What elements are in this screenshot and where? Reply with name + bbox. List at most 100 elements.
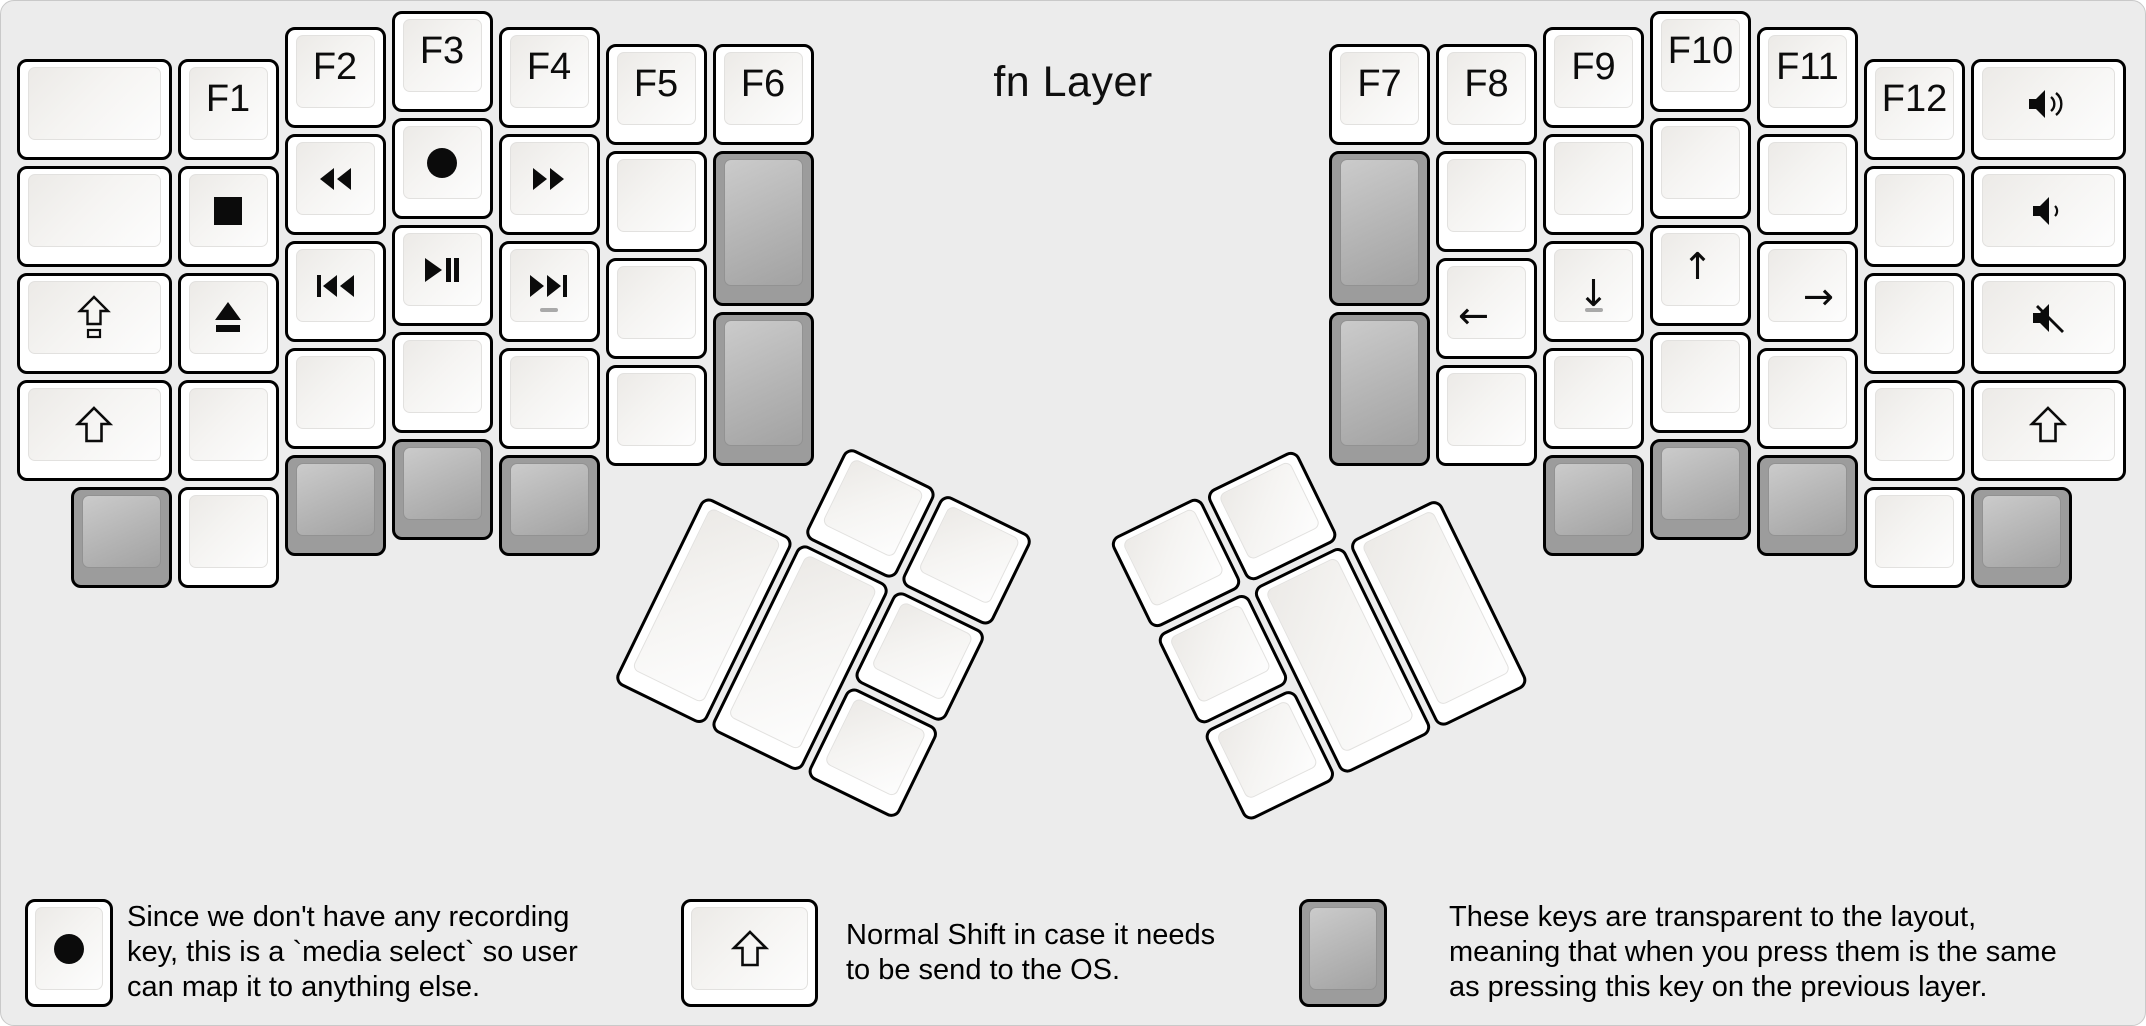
legend-key-record bbox=[25, 899, 113, 1007]
key-f7[interactable]: F7 bbox=[1329, 44, 1430, 146]
keycap bbox=[509, 463, 589, 537]
key-f10[interactable]: F10 bbox=[1650, 11, 1751, 112]
key-media-next-track[interactable] bbox=[498, 241, 600, 343]
key-transparent[interactable] bbox=[391, 439, 493, 540]
key-blank[interactable] bbox=[1650, 332, 1751, 433]
key-transparent[interactable] bbox=[1543, 455, 1644, 557]
key-blank[interactable] bbox=[498, 348, 600, 450]
keycap bbox=[28, 174, 161, 248]
key-arrow-left[interactable]: ← bbox=[1436, 258, 1537, 360]
layer-title: fn Layer bbox=[993, 58, 1153, 106]
key-f2[interactable]: F2 bbox=[284, 27, 386, 129]
key-blank[interactable] bbox=[17, 166, 172, 268]
vol-down-icon bbox=[2030, 195, 2066, 227]
keycap: F4 bbox=[509, 35, 589, 109]
keycap bbox=[616, 159, 696, 233]
key-label: F6 bbox=[740, 62, 786, 105]
key-blank[interactable] bbox=[391, 332, 493, 433]
key-arrow-right[interactable]: → bbox=[1757, 241, 1858, 343]
key-transparent[interactable] bbox=[70, 487, 172, 589]
key-transparent[interactable] bbox=[284, 455, 386, 557]
key-blank[interactable] bbox=[17, 59, 172, 161]
key-mute[interactable] bbox=[1971, 273, 2126, 375]
key-transparent[interactable] bbox=[1329, 151, 1430, 306]
arrow-down-icon: ↓ bbox=[1577, 272, 1609, 316]
key-blank[interactable] bbox=[1543, 348, 1644, 450]
key-media-prev-track[interactable] bbox=[284, 241, 386, 343]
homing-bar bbox=[540, 308, 558, 313]
key-transparent[interactable] bbox=[1971, 487, 2072, 589]
key-blank[interactable] bbox=[605, 365, 707, 467]
key-blank[interactable] bbox=[605, 151, 707, 253]
key-media-fast-forward[interactable] bbox=[498, 134, 600, 236]
playpause-icon bbox=[423, 256, 461, 284]
key-blank[interactable] bbox=[177, 487, 279, 589]
key-arrow-down[interactable]: ↓ bbox=[1543, 241, 1644, 343]
keycap bbox=[1768, 142, 1847, 216]
legend-key-transparent bbox=[1299, 899, 1387, 1007]
key-transparent[interactable] bbox=[712, 151, 814, 306]
key-blank[interactable] bbox=[1864, 273, 1965, 375]
key-transparent[interactable] bbox=[1650, 439, 1751, 540]
keycap bbox=[723, 159, 803, 286]
key-blank[interactable] bbox=[1650, 118, 1751, 219]
key-blank[interactable] bbox=[1436, 151, 1537, 253]
keycap bbox=[295, 356, 375, 430]
shift-icon bbox=[75, 405, 114, 445]
legend-line: key, this is a `media select` so user bbox=[127, 936, 578, 968]
key-blank[interactable] bbox=[1864, 487, 1965, 589]
key-f11[interactable]: F11 bbox=[1757, 27, 1858, 129]
key-volume-down[interactable] bbox=[1971, 166, 2126, 268]
key-shift-right[interactable] bbox=[1971, 380, 2126, 482]
key-blank[interactable] bbox=[1436, 365, 1537, 467]
mute-icon bbox=[2028, 301, 2068, 335]
keycap bbox=[1554, 356, 1633, 430]
key-blank[interactable] bbox=[605, 258, 707, 360]
key-f6[interactable]: F6 bbox=[712, 44, 814, 146]
key-media-stop[interactable] bbox=[177, 166, 279, 268]
key-f9[interactable]: F9 bbox=[1543, 27, 1644, 129]
key-transparent[interactable] bbox=[498, 455, 600, 557]
key-capslock[interactable] bbox=[17, 273, 172, 375]
key-f1[interactable]: F1 bbox=[177, 59, 279, 161]
key-transparent[interactable] bbox=[1757, 455, 1858, 557]
key-f8[interactable]: F8 bbox=[1436, 44, 1537, 146]
key-eject[interactable] bbox=[177, 273, 279, 375]
key-transparent[interactable] bbox=[1329, 311, 1430, 467]
keycap bbox=[1121, 507, 1225, 608]
record-icon bbox=[425, 146, 459, 180]
key-blank[interactable] bbox=[1757, 134, 1858, 236]
legend-line: meaning that when you press them is the … bbox=[1449, 936, 2057, 968]
key-label: F1 bbox=[205, 77, 251, 120]
key-f12[interactable]: F12 bbox=[1864, 59, 1965, 161]
key-transparent[interactable] bbox=[712, 311, 814, 467]
key-media-select-record[interactable] bbox=[391, 118, 493, 219]
keycap bbox=[616, 266, 696, 340]
legend-key-shift bbox=[681, 899, 818, 1007]
keycap bbox=[823, 697, 927, 798]
prev-icon bbox=[315, 273, 355, 299]
key-blank[interactable] bbox=[1757, 348, 1858, 450]
arrow-up-icon: ↑ bbox=[1681, 245, 1713, 288]
keycap: F3 bbox=[402, 19, 482, 92]
key-blank[interactable] bbox=[1864, 380, 1965, 482]
legend-line: as pressing this key on the previous lay… bbox=[1449, 971, 1988, 1003]
key-media-play-pause[interactable] bbox=[391, 225, 493, 326]
keycap bbox=[1554, 463, 1633, 537]
arrow-right-icon: → bbox=[1802, 275, 1834, 319]
key-volume-up[interactable] bbox=[1971, 59, 2126, 161]
key-media-rewind[interactable] bbox=[284, 134, 386, 236]
key-arrow-up[interactable]: ↑ bbox=[1650, 225, 1751, 326]
key-shift-left[interactable] bbox=[17, 380, 172, 482]
key-f4[interactable]: F4 bbox=[498, 27, 600, 129]
key-f3[interactable]: F3 bbox=[391, 11, 493, 112]
key-blank[interactable] bbox=[177, 380, 279, 482]
key-f5[interactable]: F5 bbox=[605, 44, 707, 146]
keycap bbox=[1218, 460, 1322, 561]
key-blank[interactable] bbox=[1864, 166, 1965, 268]
keycap bbox=[295, 249, 375, 323]
key-blank[interactable] bbox=[284, 348, 386, 450]
key-blank[interactable] bbox=[1543, 134, 1644, 236]
keycap bbox=[28, 67, 161, 141]
key-label: F9 bbox=[1571, 45, 1616, 88]
